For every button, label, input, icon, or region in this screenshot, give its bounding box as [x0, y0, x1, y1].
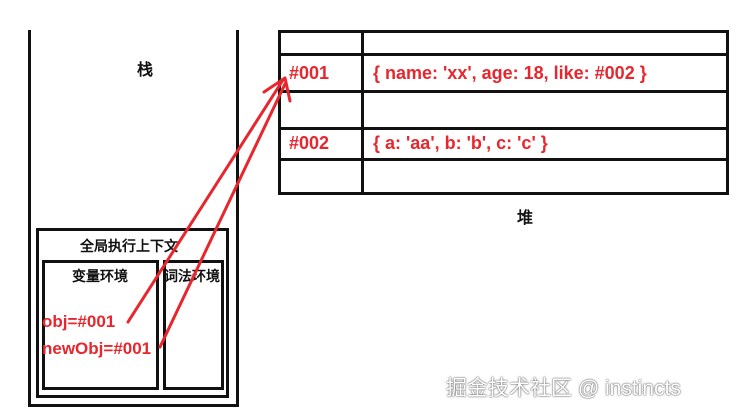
variable-environment-box	[42, 260, 159, 390]
heap-row	[281, 161, 726, 195]
stack-right-wall	[236, 30, 239, 407]
variable-environment-label: 变量环境	[72, 268, 128, 284]
stack-title: 栈	[136, 62, 153, 79]
heap-row: #002 { a: 'aa', b: 'b', c: 'c' }	[281, 130, 726, 158]
heap-row-divider	[281, 90, 726, 93]
stack-left-wall	[28, 30, 31, 407]
stack-bottom-wall	[28, 404, 239, 407]
heap-table: #001 { name: 'xx', age: 18, like: #002 }…	[278, 30, 729, 195]
heap-row-divider	[281, 158, 726, 161]
heap-row: #001 { name: 'xx', age: 18, like: #002 }	[281, 56, 726, 90]
stack-variable-newobj: newObj=#001	[42, 339, 152, 358]
heap-address: #001	[289, 63, 330, 83]
heap-value: { a: 'aa', b: 'b', c: 'c' }	[373, 133, 548, 153]
heap-title: 堆	[516, 210, 533, 227]
watermark: 掘金技术社区 @ instincts	[446, 377, 681, 400]
heap-column-divider	[361, 33, 364, 192]
stack-variable-obj: obj=#001	[42, 312, 116, 331]
heap-value: { name: 'xx', age: 18, like: #002 }	[373, 63, 647, 83]
heap-row-divider	[281, 53, 726, 56]
lexical-environment-label: 词法环境	[164, 268, 220, 284]
heap-row-divider	[281, 127, 726, 130]
heap-address: #002	[289, 133, 330, 153]
heap-row	[281, 93, 726, 127]
global-execution-context-label: 全局执行上下文	[80, 238, 178, 254]
heap-row	[281, 33, 726, 53]
